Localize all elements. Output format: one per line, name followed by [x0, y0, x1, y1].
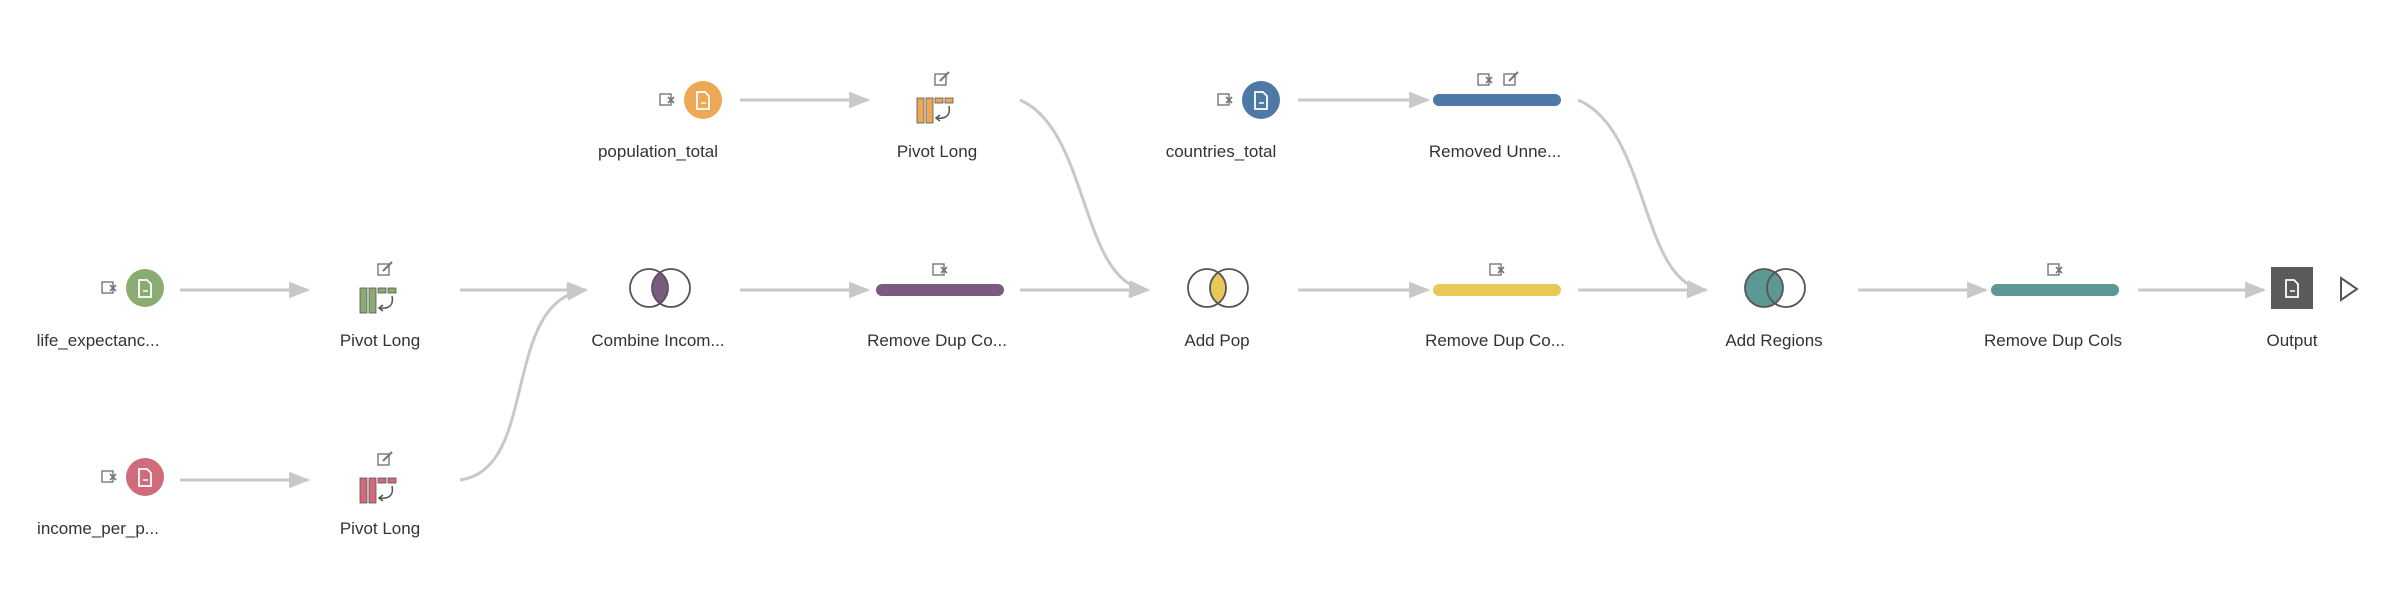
clean-node-removed_unne[interactable] [1433, 71, 1561, 106]
run-flow-button[interactable] [2340, 276, 2359, 302]
file-icon [138, 279, 152, 298]
node-label-pivot-income[interactable]: Pivot Long [339, 519, 421, 538]
input-node-life[interactable] [101, 269, 164, 307]
node-label-combine-income[interactable]: Combine Incom... [591, 331, 725, 350]
file-icon [138, 468, 152, 487]
clean-node-remove2[interactable] [1433, 263, 1561, 296]
node-label-countries[interactable]: countries_total [1165, 142, 1277, 161]
node-label-remove-dup-2[interactable]: Remove Dup Co... [1425, 331, 1565, 350]
input-step-circle [126, 269, 164, 307]
remove-field-badge-icon [1217, 93, 1233, 106]
file-icon [2285, 279, 2299, 298]
pivot-icon [916, 97, 954, 124]
input-node-population[interactable] [659, 81, 722, 119]
edit-badge-icon [377, 451, 393, 466]
output-step-box [2271, 267, 2313, 309]
output-node-output[interactable] [2271, 267, 2313, 309]
edit-badge-icon [1503, 71, 1519, 86]
pivot-node-pivot_life[interactable] [359, 261, 397, 314]
flow-connectors [180, 91, 2267, 489]
play-icon [2340, 276, 2359, 302]
clean-node-remove3[interactable] [1991, 263, 2119, 296]
node-label-removed-unneeded[interactable]: Removed Unne... [1428, 142, 1562, 161]
clean-step-bar [1433, 94, 1561, 106]
node-label-pivot-population[interactable]: Pivot Long [896, 142, 978, 161]
node-label-remove-dup-3[interactable]: Remove Dup Cols [1984, 331, 2122, 350]
clean-step-bar [1433, 284, 1561, 296]
edit-badge-icon [934, 71, 950, 86]
join-node-combine[interactable] [629, 268, 691, 308]
connector[interactable] [459, 283, 589, 482]
input-node-income[interactable] [101, 458, 164, 496]
join-icon [1187, 268, 1249, 308]
edit-badge-icon [377, 261, 393, 276]
remove-field-badge-icon [1477, 73, 1493, 86]
join-icon [629, 268, 691, 308]
join-icon [1744, 268, 1806, 308]
pivot-icon [359, 287, 397, 314]
node-label-income[interactable]: income_per_p... [37, 519, 159, 538]
clean-step-bar [876, 284, 1004, 296]
remove-field-badge-icon [101, 470, 117, 483]
input-node-countries[interactable] [1217, 81, 1280, 119]
flow-nodes [101, 71, 2313, 504]
node-label-output[interactable]: Output [2266, 331, 2318, 350]
input-step-circle [684, 81, 722, 119]
join-node-addpop[interactable] [1187, 268, 1249, 308]
node-label-pivot-life[interactable]: Pivot Long [339, 331, 421, 350]
clean-node-remove1[interactable] [876, 263, 1004, 296]
node-label-add-regions[interactable]: Add Regions [1725, 331, 1823, 350]
node-label-life-expectancy[interactable]: life_expectanc... [36, 331, 160, 350]
join-node-addregions[interactable] [1744, 268, 1806, 308]
file-icon [1254, 91, 1268, 110]
pivot-node-pivot_pop[interactable] [916, 71, 954, 124]
remove-field-badge-icon [932, 263, 948, 276]
file-icon [696, 91, 710, 110]
pivot-icon [359, 477, 397, 504]
input-step-circle [1242, 81, 1280, 119]
connector[interactable] [1577, 98, 1709, 297]
input-step-circle [126, 458, 164, 496]
node-label-add-pop[interactable]: Add Pop [1184, 331, 1250, 350]
node-label-population[interactable]: population_total [597, 142, 719, 161]
node-label-remove-dup-1[interactable]: Remove Dup Co... [867, 331, 1007, 350]
remove-field-badge-icon [659, 93, 675, 106]
pivot-node-pivot_income[interactable] [359, 451, 397, 504]
remove-field-badge-icon [101, 281, 117, 294]
connector[interactable] [1019, 98, 1151, 297]
remove-field-badge-icon [2047, 263, 2063, 276]
remove-field-badge-icon [1489, 263, 1505, 276]
clean-step-bar [1991, 284, 2119, 296]
